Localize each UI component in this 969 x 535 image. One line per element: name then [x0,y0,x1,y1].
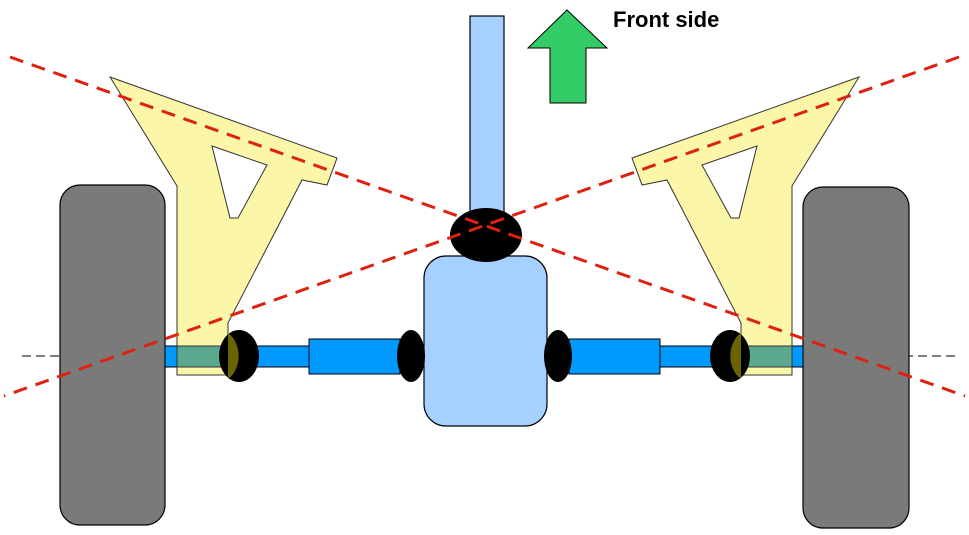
left-tire [59,184,166,526]
arrow-up-icon [526,9,609,104]
left-ackermann-line [9,55,966,398]
left-inner-joint [397,330,425,382]
right-inner-joint [544,330,572,382]
left-shaft-sleeve [308,338,401,375]
right-shaft-sleeve [568,338,661,375]
right-joint-knuckle-overlap [730,333,741,379]
steering-column [469,15,505,217]
ackermann-lines [3,55,966,398]
left-outer-joint [219,330,259,382]
right-outer-joint [710,330,750,382]
differential-housing [423,255,548,427]
steering-pivot-joint [450,208,522,262]
right-inner-shaft [658,345,715,368]
right-knuckle-cutout [701,145,758,219]
left-knuckle-cutout [211,145,268,219]
front-side-label: Front side [613,7,719,32]
left-joint-knuckle-overlap [228,333,239,379]
left-inner-shaft [254,345,311,368]
right-ackermann-line [3,55,960,398]
